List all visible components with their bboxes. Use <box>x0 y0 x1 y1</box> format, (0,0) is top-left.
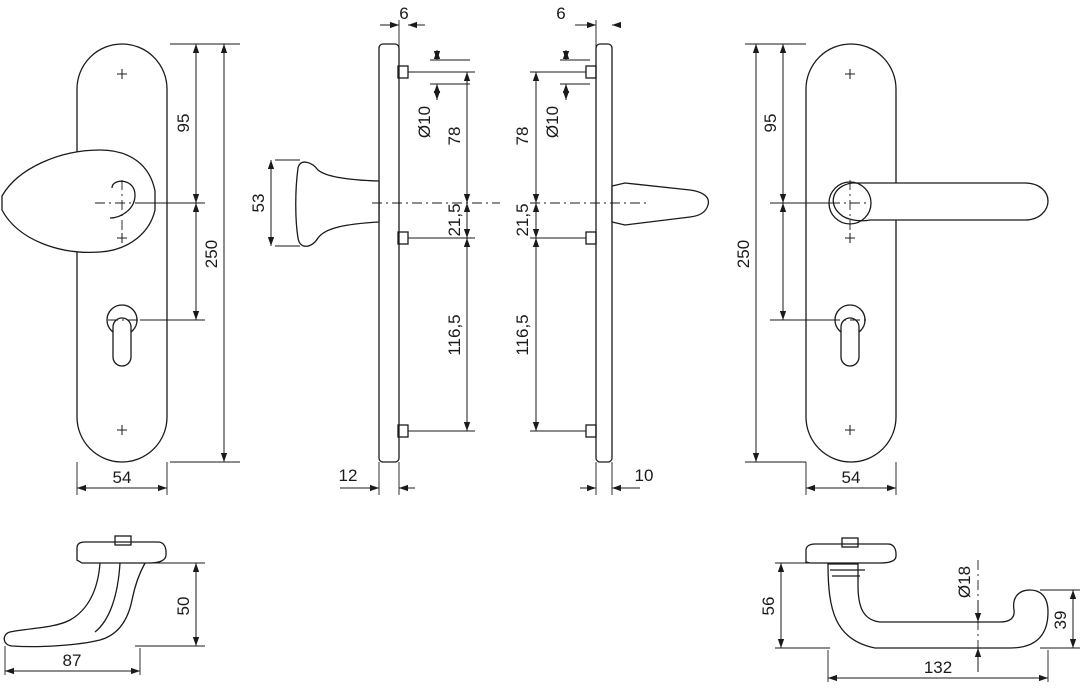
dim-upper-right: 95 <box>761 114 780 133</box>
lever-profile <box>611 182 710 226</box>
dim-thickness-left: 12 <box>339 466 358 485</box>
dim-height-total-left: 250 <box>202 240 221 268</box>
knob-plan-outline <box>3 562 146 648</box>
knob-outline <box>1 149 156 254</box>
dim-width-left: 54 <box>113 468 132 487</box>
dim-diameter-right: Ø18 <box>955 566 974 598</box>
dim-thickness-right: 10 <box>635 466 654 485</box>
spindle-outline <box>109 180 136 219</box>
dim-height-right: 56 <box>759 597 778 616</box>
bottom-view-left: 50 87 <box>3 535 205 675</box>
escutcheon-plate <box>76 43 168 463</box>
dim-hole-dia-left: Ø10 <box>415 106 434 138</box>
dim-middle-side-left: 21,5 <box>445 203 464 236</box>
keyhole-cylinder-right <box>834 304 866 367</box>
dim-length-right: 132 <box>924 658 952 677</box>
dim-grip-right: 39 <box>1051 611 1070 630</box>
dim-top-offset-right: 6 <box>556 4 565 23</box>
side-view-left: 6 Ø10 78 21,5 116,5 53 12 <box>249 4 500 495</box>
screw-holes-right <box>585 65 597 438</box>
front-view-right: 250 95 54 <box>734 43 1049 495</box>
screw-marks-right <box>845 69 855 435</box>
dim-upper-left: 95 <box>174 114 193 133</box>
side-view-right: 6 Ø10 78 21,5 116,5 10 <box>513 4 710 495</box>
lever-handle <box>832 182 1049 222</box>
escutcheon-plate-right <box>805 43 897 463</box>
lever-plan-outline <box>827 563 1049 649</box>
dim-width-right: 54 <box>842 468 861 487</box>
rosette-right <box>805 543 897 564</box>
screw-marks <box>117 69 127 435</box>
dim-upper-side-left: 78 <box>445 127 464 146</box>
front-view-left: 250 95 54 <box>1 43 240 495</box>
dim-lower-side-right: 116,5 <box>513 314 532 355</box>
dim-length-left: 87 <box>63 651 82 670</box>
rosette-left <box>76 541 167 564</box>
keyhole-cylinder <box>106 304 138 367</box>
dim-upper-side-right: 78 <box>513 127 532 146</box>
dim-height-total-right: 250 <box>734 240 753 268</box>
dim-projection-left: 50 <box>174 597 193 616</box>
dim-middle-side-right: 21,5 <box>513 203 532 236</box>
dim-hole-dia-right: Ø10 <box>543 106 562 138</box>
plate-side-right <box>595 43 613 463</box>
dim-top-offset-left: 6 <box>399 4 408 23</box>
dim-knob-height: 53 <box>249 194 268 213</box>
knob-profile <box>295 161 380 247</box>
plate-side-left <box>378 43 400 463</box>
bottom-view-right: Ø18 56 39 132 <box>759 537 1080 682</box>
dim-lower-side-left: 116,5 <box>445 314 464 355</box>
